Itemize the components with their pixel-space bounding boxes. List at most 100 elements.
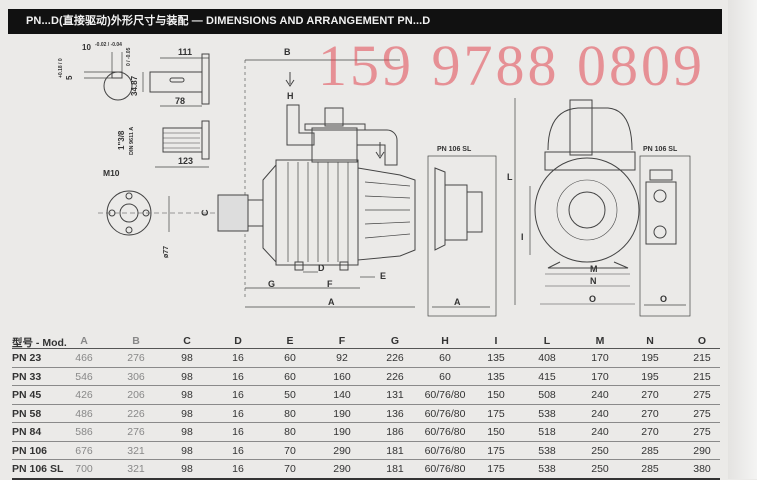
value-cell: 290 bbox=[693, 444, 711, 457]
value-cell: 80 bbox=[284, 407, 296, 420]
dim-d-label: D bbox=[318, 263, 325, 273]
value-cell: 80 bbox=[284, 426, 296, 438]
value-cell: 98 bbox=[181, 444, 193, 457]
value-cell: 195 bbox=[641, 352, 659, 364]
value-cell: 70 bbox=[284, 444, 296, 457]
sl-dim-a-label: A bbox=[454, 297, 461, 307]
value-cell: 240 bbox=[591, 407, 609, 420]
value-cell: 150 bbox=[487, 426, 505, 438]
value-cell: 170 bbox=[591, 370, 609, 383]
value-cell: 215 bbox=[693, 370, 711, 383]
value-cell: 380 bbox=[693, 463, 711, 475]
value-cell: 131 bbox=[386, 389, 404, 401]
value-cell: 270 bbox=[641, 426, 659, 438]
keyed-shaft-detail: 111 78 34.87 0 / -0.05 bbox=[126, 47, 210, 107]
splined-shaft-detail: 1"3/8 DIN 9611 A 123 bbox=[117, 120, 210, 168]
column-header: B bbox=[132, 335, 140, 347]
value-cell: 275 bbox=[693, 407, 711, 420]
value-cell: 290 bbox=[333, 463, 351, 475]
column-header: M bbox=[595, 335, 605, 347]
flange-thread-label: M10 bbox=[103, 168, 120, 178]
shaft1-length-label: 111 bbox=[178, 47, 192, 57]
value-cell: 285 bbox=[641, 463, 659, 475]
dim-l-label: L bbox=[507, 172, 513, 182]
column-header: H bbox=[441, 335, 449, 347]
value-cell: 275 bbox=[693, 389, 711, 401]
shaft2-spline-label: 1"3/8 bbox=[117, 130, 126, 150]
shaft2-standard-label: DIN 9611 A bbox=[129, 127, 135, 155]
dim-i-label: I bbox=[521, 232, 524, 242]
dim-f-label: F bbox=[327, 279, 333, 289]
value-cell: 676 bbox=[75, 444, 93, 457]
value-cell: 60/76/80 bbox=[424, 389, 466, 401]
dim-c-label: C bbox=[200, 209, 210, 216]
value-cell: 518 bbox=[538, 426, 556, 438]
value-cell: 190 bbox=[333, 426, 351, 438]
shaft1-tolerance: 0 / -0.05 bbox=[126, 47, 132, 66]
value-cell: 175 bbox=[487, 463, 505, 475]
column-header: A bbox=[80, 335, 88, 347]
value-cell: 486 bbox=[75, 407, 93, 420]
value-cell: 226 bbox=[386, 370, 404, 383]
value-cell: 60/76/80 bbox=[424, 463, 466, 475]
value-cell: 70 bbox=[284, 463, 296, 475]
value-cell: 98 bbox=[181, 426, 193, 438]
column-header: O bbox=[697, 335, 707, 347]
value-cell: 190 bbox=[333, 407, 351, 420]
value-cell: 60 bbox=[284, 370, 296, 383]
model-cell: PN 84 bbox=[12, 426, 42, 438]
value-cell: 16 bbox=[232, 407, 244, 420]
value-cell: 321 bbox=[127, 444, 145, 457]
column-header: L bbox=[543, 335, 551, 347]
value-cell: 92 bbox=[336, 352, 348, 364]
value-cell: 60/76/80 bbox=[424, 407, 466, 420]
value-cell: 60 bbox=[439, 352, 451, 364]
value-cell: 16 bbox=[232, 444, 244, 457]
flange-detail: M10 ø77 C bbox=[98, 168, 250, 258]
value-cell: 170 bbox=[591, 352, 609, 364]
value-cell: 538 bbox=[538, 463, 556, 475]
column-header: 型号 - Mod. bbox=[12, 337, 67, 349]
column-header: D bbox=[234, 335, 242, 347]
value-cell: 181 bbox=[386, 444, 404, 457]
column-header: G bbox=[390, 335, 400, 347]
column-header: C bbox=[183, 335, 191, 347]
key-depth-tolerance: +0.18 / 0 bbox=[58, 58, 64, 78]
flange-diameter-label: ø77 bbox=[163, 246, 170, 258]
value-cell: 250 bbox=[591, 444, 609, 457]
sl-dim-o-label: O bbox=[660, 294, 667, 304]
dim-e-label: E bbox=[380, 271, 386, 281]
dimension-drawing: 10 -0.02 / -0.04 5 +0.18 / 0 111 78 34.8… bbox=[58, 42, 691, 317]
value-cell: 16 bbox=[232, 389, 244, 401]
value-cell: 60 bbox=[284, 352, 296, 364]
model-cell: PN 45 bbox=[12, 389, 42, 401]
value-cell: 408 bbox=[538, 352, 556, 364]
value-cell: 136 bbox=[386, 407, 404, 420]
value-cell: 98 bbox=[181, 463, 193, 475]
column-header: N bbox=[646, 335, 654, 347]
value-cell: 206 bbox=[127, 389, 145, 401]
value-cell: 50 bbox=[284, 389, 296, 401]
model-cell: PN 33 bbox=[12, 370, 42, 383]
dim-m-label: M bbox=[590, 264, 598, 274]
value-cell: 586 bbox=[75, 426, 93, 438]
dim-n-label: N bbox=[590, 276, 597, 286]
value-cell: 306 bbox=[127, 370, 145, 383]
model-cell: PN 58 bbox=[12, 407, 42, 420]
sl-label-side: PN 106 SL bbox=[437, 146, 472, 153]
pump-front-view: L I M N O bbox=[507, 98, 640, 305]
value-cell: 150 bbox=[487, 389, 505, 401]
value-cell: 16 bbox=[232, 370, 244, 383]
dim-a-label: A bbox=[328, 297, 335, 307]
value-cell: 538 bbox=[538, 444, 556, 457]
value-cell: 426 bbox=[75, 389, 93, 401]
value-cell: 226 bbox=[127, 407, 145, 420]
value-cell: 175 bbox=[487, 407, 505, 420]
dim-b-label: B bbox=[284, 47, 291, 57]
value-cell: 250 bbox=[591, 463, 609, 475]
